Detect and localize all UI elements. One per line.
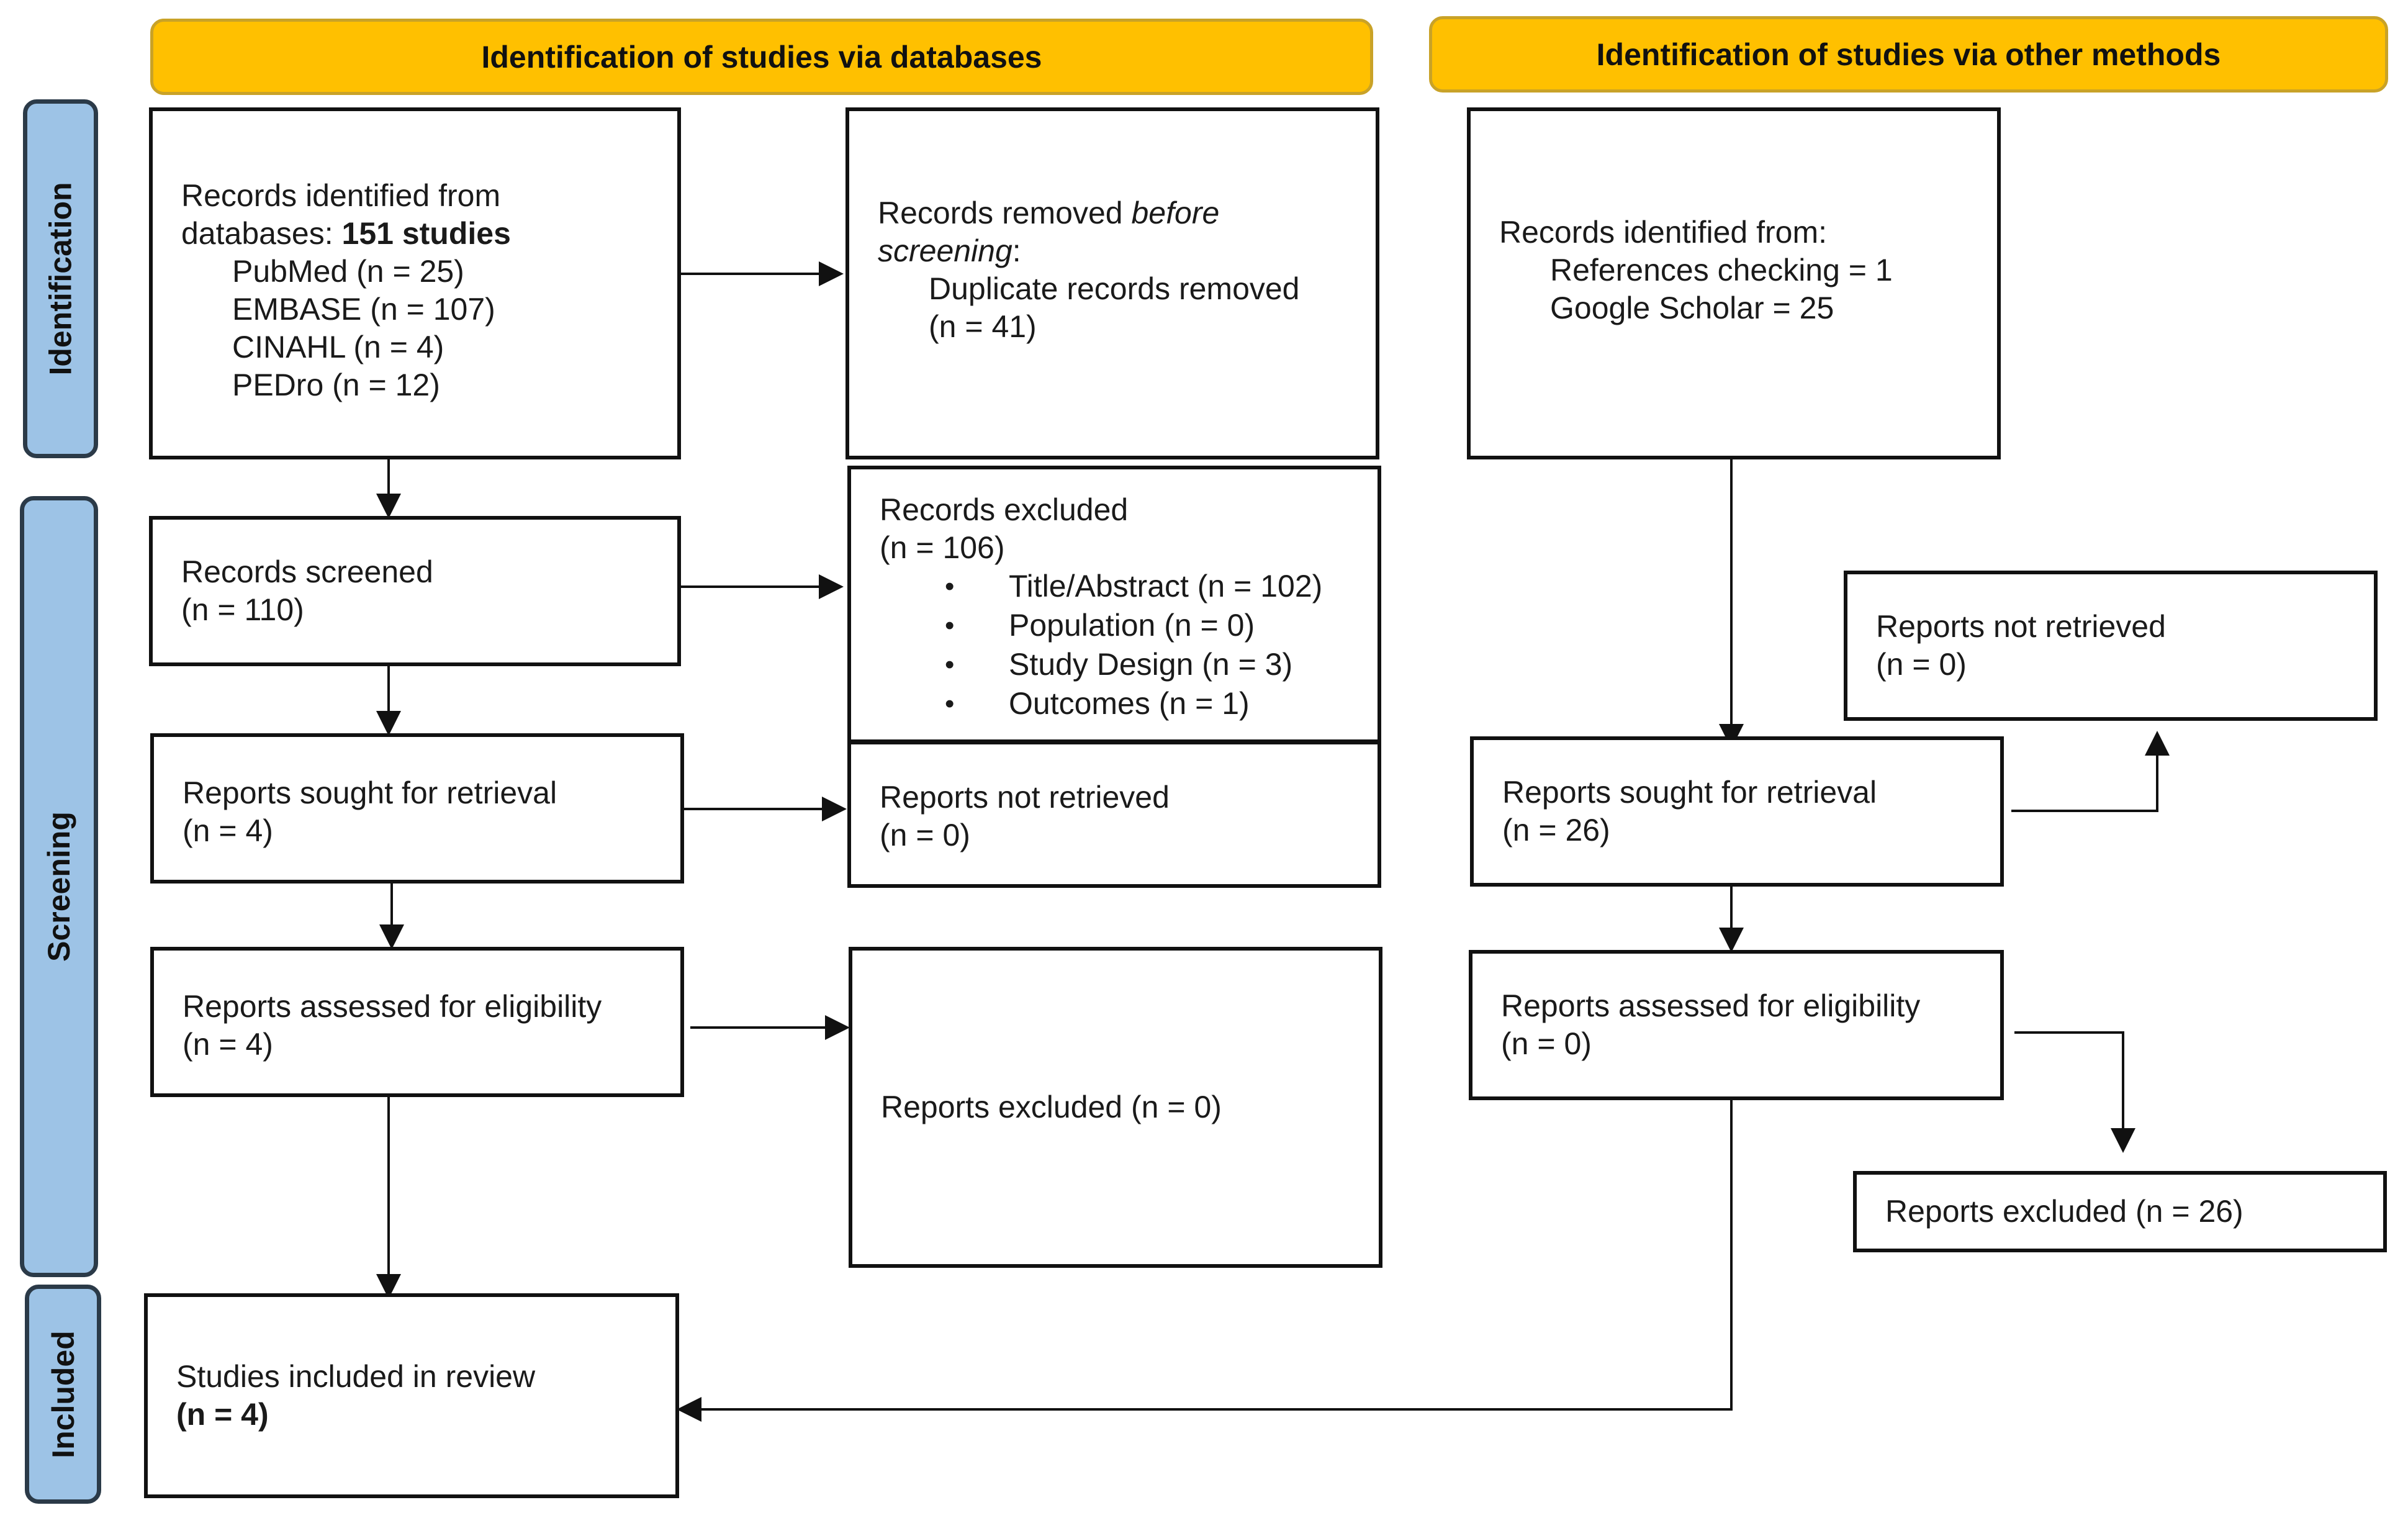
exclusion-reason-outcomes: Outcomes (n = 1) bbox=[880, 684, 1349, 723]
other-identified-title: Records identified from: bbox=[1499, 215, 1828, 250]
db-source-pedro: PEDro (n = 12) bbox=[232, 368, 440, 402]
phase-identification: Identification bbox=[23, 99, 98, 458]
included-title: Studies included in review bbox=[176, 1359, 536, 1394]
arrow-other-assessed-to-excluded bbox=[2014, 1031, 2135, 1153]
db-duplicates-count: (n = 41) bbox=[929, 309, 1037, 344]
phase-identification-label: Identification bbox=[43, 182, 78, 376]
other-records-identified-box: Records identified from: References chec… bbox=[1467, 107, 2001, 459]
db-excluded-title: Records excluded bbox=[880, 492, 1129, 527]
db-removed-heading-2: screening: bbox=[878, 233, 1021, 268]
other-not-retrieved-count: (n = 0) bbox=[1876, 647, 1967, 682]
db-excluded-reasons: Title/Abstract (n = 102) Population (n =… bbox=[880, 567, 1349, 723]
arrow-other-sought-to-not-retrieved bbox=[2011, 731, 2170, 812]
db-removed-heading: Records removed before bbox=[878, 196, 1220, 230]
phase-screening: Screening bbox=[20, 496, 98, 1277]
db-not-retrieved-title: Reports not retrieved bbox=[880, 780, 1170, 815]
other-source-references: References checking = 1 bbox=[1550, 253, 1893, 287]
db-assessed-count: (n = 4) bbox=[183, 1027, 273, 1062]
db-records-removed-box: Records removed before screening: Duplic… bbox=[846, 107, 1379, 459]
exclusion-reason-study-design: Study Design (n = 3) bbox=[880, 645, 1349, 684]
db-reports-excluded-text: Reports excluded (n = 0) bbox=[881, 1090, 1222, 1124]
db-records-screened-box: Records screened (n = 110) bbox=[149, 516, 681, 666]
db-duplicates-label: Duplicate records removed bbox=[929, 271, 1300, 306]
included-count: (n = 4) bbox=[176, 1397, 269, 1432]
other-reports-assessed-box: Reports assessed for eligibility (n = 0) bbox=[1469, 950, 2004, 1100]
db-excluded-count: (n = 106) bbox=[880, 530, 1005, 565]
db-reports-assessed-box: Reports assessed for eligibility (n = 4) bbox=[150, 947, 684, 1097]
studies-included-box: Studies included in review (n = 4) bbox=[144, 1293, 679, 1498]
header-other-methods: Identification of studies via other meth… bbox=[1429, 16, 2388, 93]
db-reports-excluded-box: Reports excluded (n = 0) bbox=[849, 947, 1382, 1268]
db-assessed-title: Reports assessed for eligibility bbox=[183, 989, 602, 1024]
exclusion-reason-title-abstract: Title/Abstract (n = 102) bbox=[880, 567, 1349, 606]
db-sought-count: (n = 4) bbox=[183, 813, 273, 848]
db-source-pubmed: PubMed (n = 25) bbox=[232, 254, 464, 289]
db-reports-sought-box: Reports sought for retrieval (n = 4) bbox=[150, 733, 684, 884]
other-sought-count: (n = 26) bbox=[1502, 813, 1610, 847]
phase-included: Included bbox=[25, 1285, 101, 1504]
db-records-excluded-box: Records excluded (n = 106) Title/Abstrac… bbox=[847, 466, 1381, 743]
db-identified-line2: databases: 151 studies bbox=[181, 216, 511, 251]
db-reports-not-retrieved-box: Reports not retrieved (n = 0) bbox=[847, 741, 1381, 888]
exclusion-reason-population: Population (n = 0) bbox=[880, 606, 1349, 645]
phase-screening-label: Screening bbox=[42, 811, 76, 962]
db-identified-total: 151 studies bbox=[341, 216, 511, 251]
other-assessed-title: Reports assessed for eligibility bbox=[1501, 988, 1921, 1023]
other-sought-title: Reports sought for retrieval bbox=[1502, 775, 1877, 810]
other-reports-sought-box: Reports sought for retrieval (n = 26) bbox=[1470, 736, 2004, 887]
db-screened-count: (n = 110) bbox=[181, 592, 304, 627]
db-identified-line1: Records identified from bbox=[181, 178, 501, 213]
header-databases: Identification of studies via databases bbox=[150, 19, 1373, 95]
other-reports-excluded-text: Reports excluded (n = 26) bbox=[1885, 1194, 2243, 1229]
db-records-identified-box: Records identified from databases: 151 s… bbox=[149, 107, 681, 459]
db-source-embase: EMBASE (n = 107) bbox=[232, 292, 495, 327]
db-sought-title: Reports sought for retrieval bbox=[183, 775, 557, 810]
db-source-cinahl: CINAHL (n = 4) bbox=[232, 330, 444, 364]
other-not-retrieved-title: Reports not retrieved bbox=[1876, 609, 2166, 644]
other-source-google-scholar: Google Scholar = 25 bbox=[1550, 291, 1834, 325]
db-not-retrieved-count: (n = 0) bbox=[880, 818, 970, 852]
phase-included-label: Included bbox=[45, 1330, 81, 1458]
arrow-other-to-included bbox=[677, 1094, 1733, 1422]
db-screened-title: Records screened bbox=[181, 554, 433, 589]
other-assessed-count: (n = 0) bbox=[1501, 1026, 1592, 1061]
other-reports-excluded-box: Reports excluded (n = 26) bbox=[1853, 1171, 2387, 1252]
other-reports-not-retrieved-box: Reports not retrieved (n = 0) bbox=[1844, 571, 2378, 721]
